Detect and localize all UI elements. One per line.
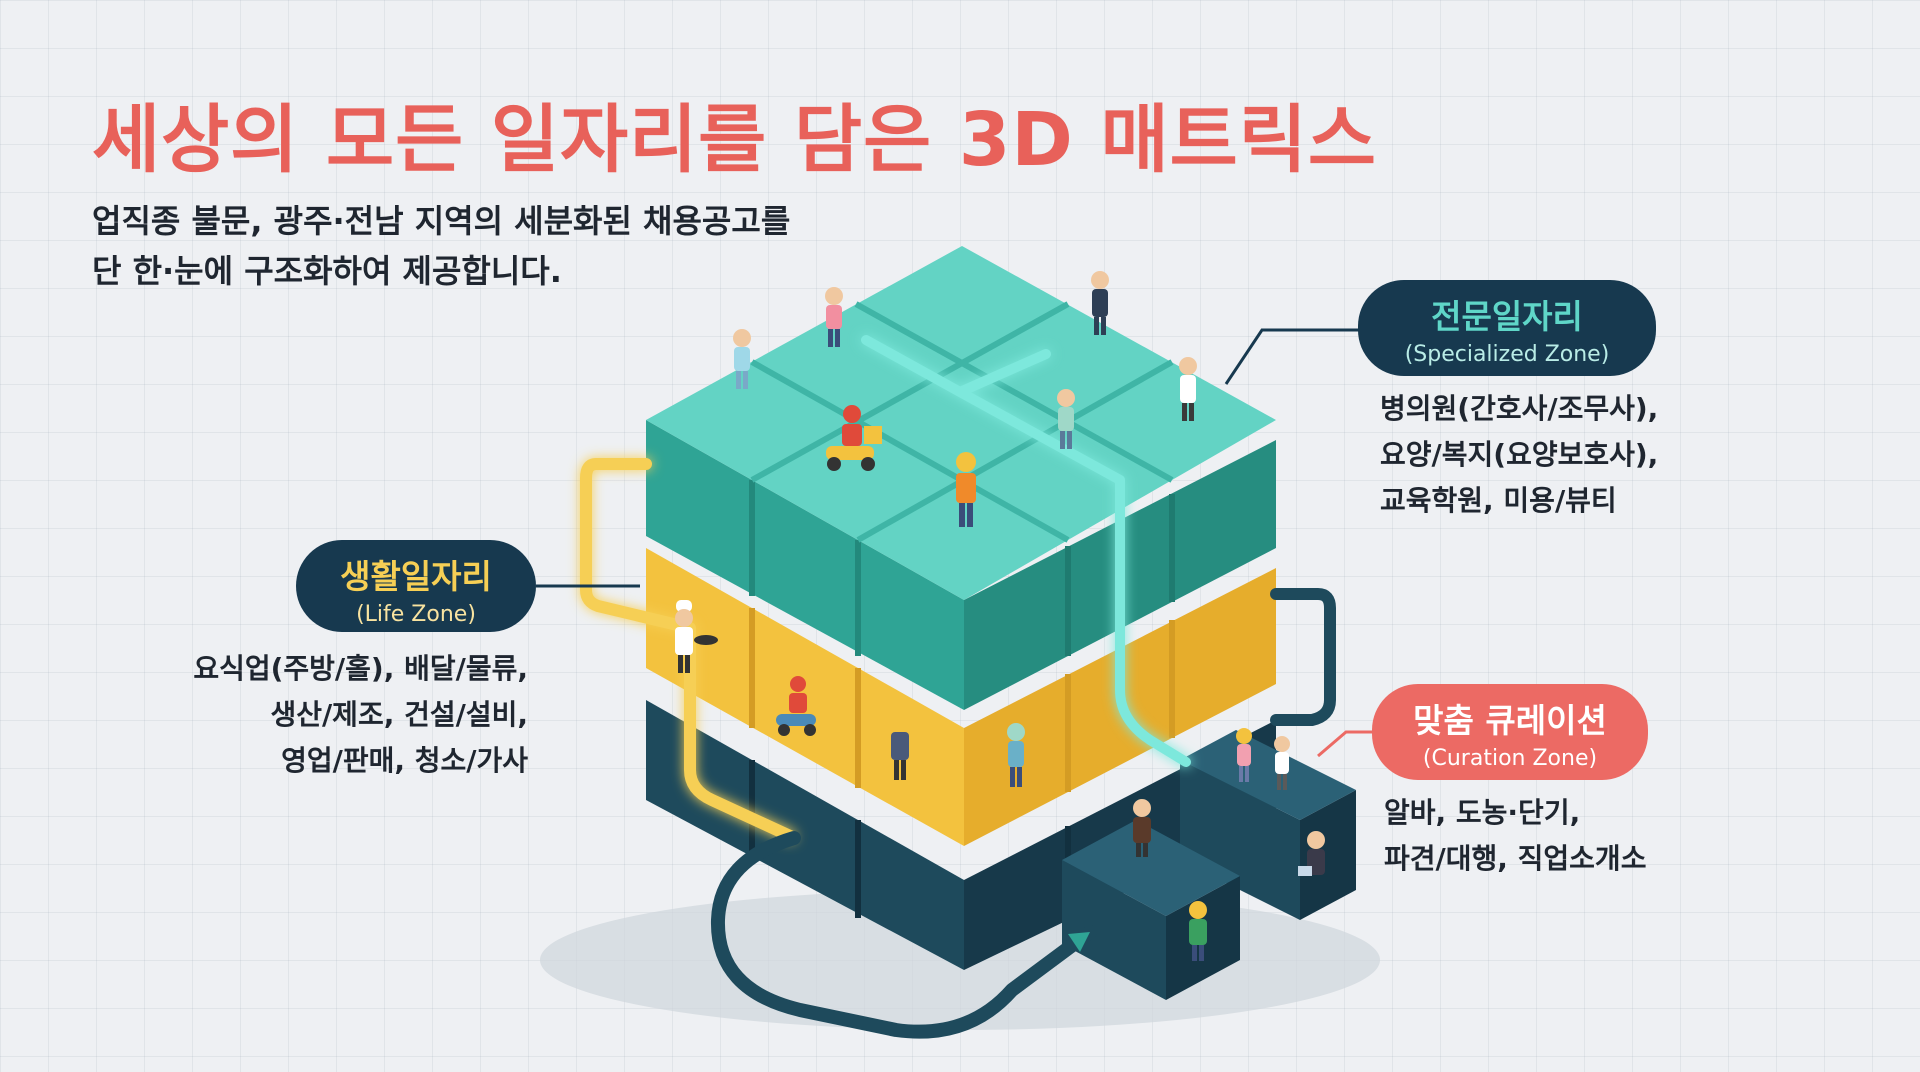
subtitle-line-2: 단 한·눈에 구조화하여 제공합니다. bbox=[92, 252, 562, 290]
list-item: 교육학원, 미용/뷰티 bbox=[1380, 484, 1617, 517]
curation-path bbox=[1270, 588, 1336, 726]
front-cube-left bbox=[1062, 860, 1166, 1000]
job-paths bbox=[580, 335, 1336, 1039]
list-item: 요양/복지(요양보호사), bbox=[1380, 438, 1659, 471]
curation-connector bbox=[1317, 730, 1372, 758]
page-title: 세상의 모든 일자리를 담은 3D 매트릭스 bbox=[92, 97, 1377, 183]
list-item: 파견/대행, 직업소개소 bbox=[1384, 842, 1647, 875]
life-zone-list: 요식업(주방/홀), 배달/물류, 생산/제조, 건설/설비, 영업/판매, 청… bbox=[172, 646, 528, 784]
teal-top-face bbox=[646, 246, 1276, 600]
life-path bbox=[580, 458, 796, 842]
life-zone-label: 생활일자리 (Life Zone) bbox=[296, 540, 536, 632]
person-figure-icon bbox=[1057, 389, 1075, 449]
person-figure-icon bbox=[1274, 736, 1290, 790]
person-figure-icon bbox=[1236, 728, 1252, 782]
bottom-flow-path bbox=[710, 831, 1097, 1039]
curation-zone-name-en: (Curation Zone) bbox=[1422, 746, 1598, 771]
specialized-path bbox=[861, 335, 1191, 767]
scooter-icon bbox=[826, 405, 882, 471]
specialized-zone-name-en: (Specialized Zone) bbox=[1404, 342, 1610, 367]
specialized-zone-label: 전문일자리 (Specialized Zone) bbox=[1358, 280, 1656, 376]
specialized-zone-name: 전문일자리 bbox=[1431, 297, 1583, 336]
life-zone-name-en: (Life Zone) bbox=[356, 602, 476, 627]
scooter-icon bbox=[776, 676, 816, 736]
person-figure-icon bbox=[733, 329, 751, 389]
teal-left-face bbox=[646, 420, 964, 710]
front-cube-top bbox=[1062, 820, 1240, 916]
subtitle-line-1: 업직종 불문, 광주·전남 지역의 세분화된 채용공고를 bbox=[92, 202, 791, 240]
page-subtitle: 업직종 불문, 광주·전남 지역의 세분화된 채용공고를 단 한·눈에 구조화하… bbox=[92, 196, 790, 296]
curation-zone-name: 맞춤 큐레이션 bbox=[1413, 701, 1607, 740]
list-item: 병의원(간호사/조무사), bbox=[1380, 392, 1659, 425]
path-arrow-icon bbox=[1068, 932, 1090, 952]
people-figures bbox=[675, 271, 1325, 961]
list-item: 알바, 도농·단기, bbox=[1384, 796, 1581, 829]
list-item: 요식업(주방/홀), 배달/물류, bbox=[193, 652, 528, 685]
person-figure-icon bbox=[1189, 901, 1207, 961]
chef-icon bbox=[675, 600, 718, 673]
specialized-zone-list: 병의원(간호사/조무사), 요양/복지(요양보호사), 교육학원, 미용/뷰티 bbox=[1380, 386, 1658, 524]
person-figure-icon bbox=[825, 287, 843, 347]
person-figure-icon bbox=[1179, 357, 1197, 421]
person-figure-icon bbox=[1133, 799, 1151, 857]
list-item: 영업/판매, 청소/가사 bbox=[281, 744, 528, 777]
person-figure-icon bbox=[1091, 271, 1109, 335]
person-figure-icon bbox=[1298, 831, 1325, 876]
label-connectors bbox=[536, 328, 1372, 758]
curation-zone-label: 맞춤 큐레이션 (Curation Zone) bbox=[1372, 684, 1648, 780]
worker-icon bbox=[891, 713, 909, 780]
worker-icon bbox=[956, 452, 976, 527]
curation-zone-list: 알바, 도농·단기, 파견/대행, 직업소개소 bbox=[1384, 790, 1646, 882]
navy-left-face bbox=[646, 700, 964, 970]
specialized-connector bbox=[1224, 328, 1360, 385]
list-item: 생산/제조, 건설/설비, bbox=[270, 698, 528, 731]
curation-blocks bbox=[1062, 730, 1356, 1000]
person-figure-icon bbox=[1007, 723, 1025, 787]
life-zone-name: 생활일자리 bbox=[340, 557, 492, 596]
